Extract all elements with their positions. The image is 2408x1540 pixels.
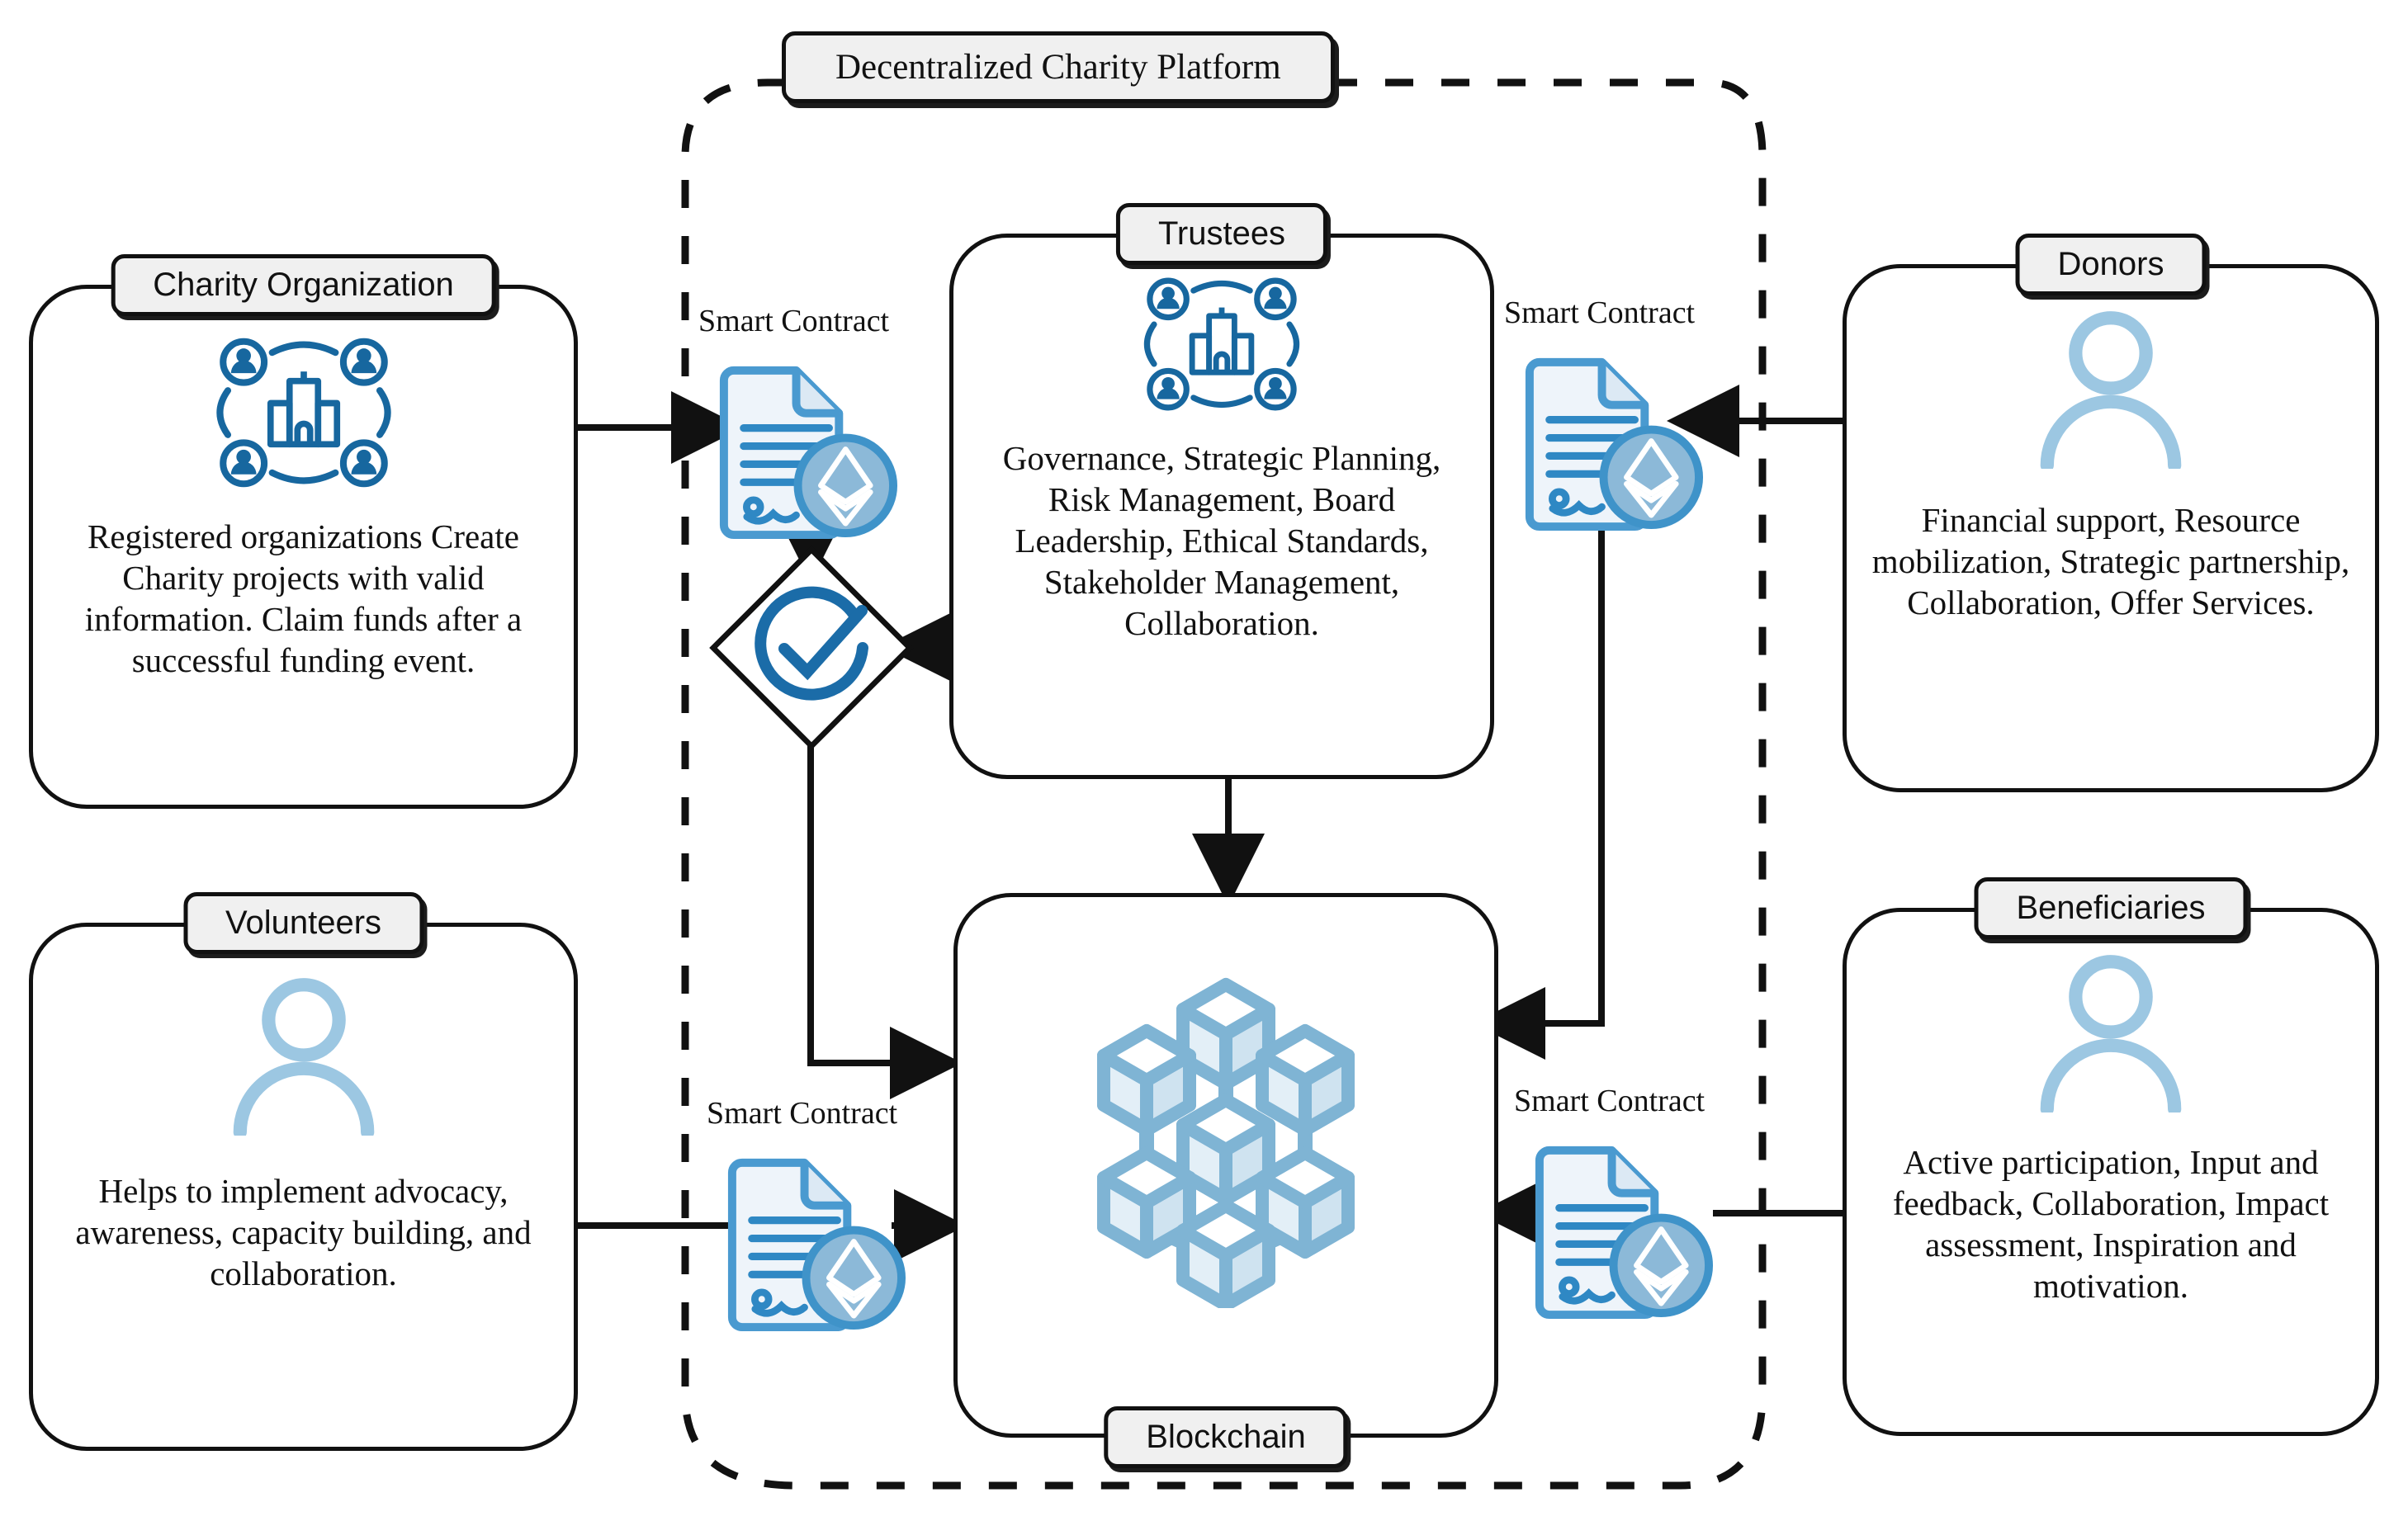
card-title-blockchain: Blockchain bbox=[1104, 1406, 1348, 1468]
card-beneficiaries[interactable]: Beneficiaries Active participation, Inpu… bbox=[1843, 877, 2379, 1436]
card-volunteers[interactable]: Volunteers Helps to implement advocacy, … bbox=[29, 892, 578, 1451]
card-charity-organization[interactable]: Charity Organization bbox=[29, 254, 578, 809]
organization-network-icon bbox=[1138, 271, 1307, 422]
card-title-volunteers: Volunteers bbox=[182, 892, 424, 954]
card-donors[interactable]: Donors Financial support, Resource mobil… bbox=[1843, 234, 2379, 792]
smart-contract-top-left[interactable]: Smart Contract bbox=[698, 304, 906, 548]
smart-contract-document-ethereum-icon bbox=[1525, 357, 1704, 531]
card-body-charity-organization: Registered organizations Create Charity … bbox=[84, 517, 523, 680]
card-title-charity-organization: Charity Organization bbox=[111, 254, 496, 316]
card-title-trustees: Trustees bbox=[1115, 203, 1328, 265]
platform-title: Decentralized Charity Platform bbox=[782, 31, 1335, 103]
smart-contract-label: Smart Contract bbox=[707, 1096, 898, 1131]
smart-contract-label: Smart Contract bbox=[1514, 1084, 1705, 1118]
card-title-donors: Donors bbox=[2015, 234, 2207, 295]
smart-contract-bottom-left[interactable]: Smart Contract bbox=[707, 1096, 914, 1340]
smart-contract-document-ethereum-icon bbox=[719, 366, 898, 540]
person-icon bbox=[2027, 308, 2196, 473]
smart-contract-top-right[interactable]: Smart Contract bbox=[1504, 295, 1711, 540]
card-body-trustees: Governance, Strategic Planning, Risk Man… bbox=[1002, 439, 1441, 643]
card-body-beneficiaries: Active participation, Input and feedback… bbox=[1892, 1143, 2330, 1306]
smart-contract-document-ethereum-icon bbox=[1535, 1146, 1714, 1320]
person-icon bbox=[2027, 952, 2196, 1117]
card-trustees[interactable]: Trustees bbox=[949, 203, 1494, 779]
smart-contract-document-ethereum-icon bbox=[727, 1158, 906, 1332]
card-body-donors: Financial support, Resource mobilization… bbox=[1871, 501, 2350, 622]
card-title-beneficiaries: Beneficiaries bbox=[1974, 877, 2248, 939]
smart-contract-label: Smart Contract bbox=[1504, 295, 1696, 330]
validation-check-node[interactable] bbox=[708, 545, 915, 755]
wire-decision-to-blockchain bbox=[807, 726, 963, 1099]
card-body-volunteers: Helps to implement advocacy, awareness, … bbox=[75, 1172, 532, 1293]
organization-network-icon bbox=[209, 330, 399, 499]
smart-contract-bottom-right[interactable]: Smart Contract bbox=[1514, 1084, 1721, 1328]
person-icon bbox=[219, 975, 388, 1140]
wire-sc-to-blockchain-top bbox=[1473, 495, 1605, 1060]
blockchain-network-icon bbox=[1044, 961, 1407, 1312]
card-blockchain[interactable]: Blockchain bbox=[953, 893, 1498, 1468]
smart-contract-label: Smart Contract bbox=[698, 304, 890, 338]
